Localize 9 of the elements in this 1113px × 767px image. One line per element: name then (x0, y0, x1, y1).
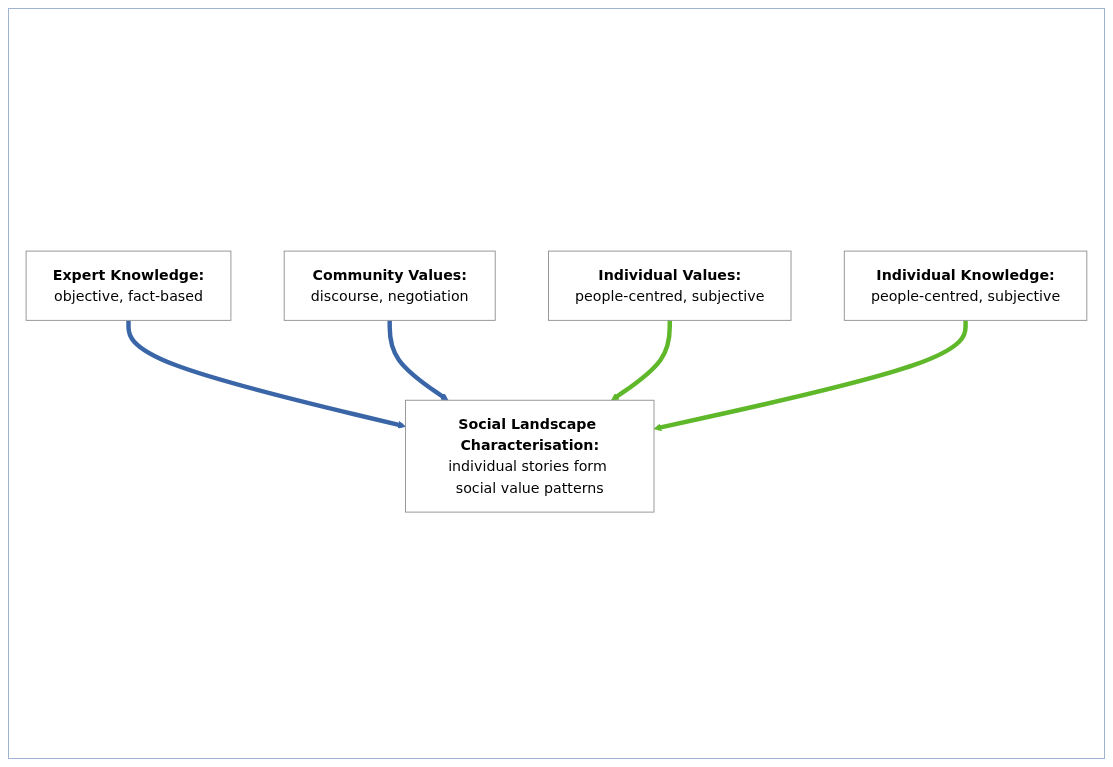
arrow (611, 320, 672, 401)
node-box: Individual Values: people-centred, subjective (548, 250, 792, 321)
arrow (387, 320, 449, 401)
node-box: Social Landscape Characterisation: individual stories form social value patterns (405, 399, 655, 513)
arrow (126, 320, 406, 429)
node-box: Community Values: discourse, negotiation (283, 250, 496, 321)
node-box: Expert Knowledge: objective, fact-based (25, 250, 232, 321)
node-box: Individual Knowledge: people-centred, subjective (843, 250, 1088, 321)
arrow (653, 320, 968, 431)
